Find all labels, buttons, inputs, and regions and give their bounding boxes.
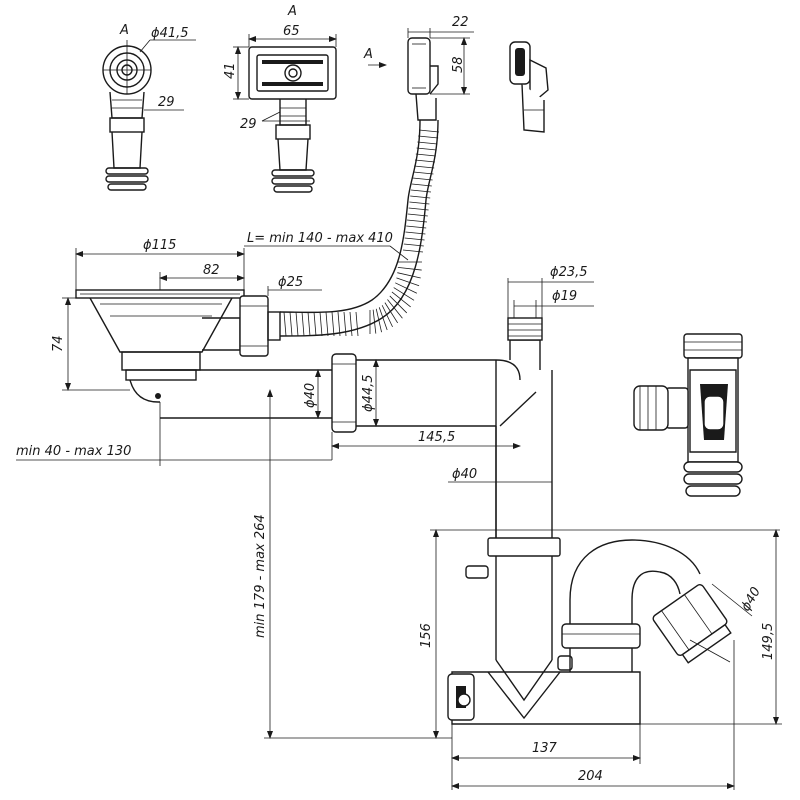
horizontal-drain-pipe xyxy=(160,353,497,433)
dim-overflow-range: min 40 - max 130 xyxy=(16,444,131,459)
horizontal-pipe-dimensions xyxy=(16,359,521,466)
hose-rib xyxy=(387,299,403,319)
view-a-round-outlet xyxy=(102,39,196,191)
hose-rib xyxy=(406,225,427,229)
hose-rib xyxy=(397,272,421,279)
hose-rib xyxy=(384,302,399,324)
hose-rib xyxy=(402,249,424,253)
hose-rib xyxy=(407,213,428,217)
hose-rib xyxy=(418,129,440,133)
dim-137: 137 xyxy=(532,741,558,756)
hose-rib xyxy=(301,311,305,337)
hose-rib xyxy=(395,282,418,294)
dim-82: 82 xyxy=(203,263,220,278)
dim-149-5: 149,5 xyxy=(761,623,776,660)
dim-hose-length: L= min 140 - max 410 xyxy=(247,231,393,246)
hose-rib xyxy=(414,165,435,169)
hose-rib xyxy=(349,311,353,337)
hose-rib xyxy=(412,177,433,181)
hose-rib xyxy=(375,308,382,333)
hose-rib xyxy=(372,309,377,334)
dim-58: 58 xyxy=(451,56,466,73)
view-a-rectangular-outlet xyxy=(233,34,337,193)
dim-phi-25: ϕ25 xyxy=(278,275,303,290)
hose-rib xyxy=(410,189,432,193)
sink-strainer xyxy=(75,289,281,403)
hose-rib xyxy=(391,291,411,308)
dim-phi-40-vertical: ϕ40 xyxy=(452,467,477,482)
dim-74: 74 xyxy=(51,335,66,352)
dim-29-mid: 29 xyxy=(240,117,257,132)
hose-rib xyxy=(389,295,408,314)
hose-rib xyxy=(283,311,287,337)
dim-29-left: 29 xyxy=(158,95,175,110)
hose-rib xyxy=(406,219,428,223)
hose-rib xyxy=(355,311,359,337)
hose-rib xyxy=(325,311,329,337)
hose-rib xyxy=(289,311,293,337)
hose-rib xyxy=(378,307,388,331)
vertical-pipe-with-elbow xyxy=(448,278,594,540)
dim-145-5: 145,5 xyxy=(418,430,455,445)
strainer-dimensions xyxy=(62,248,322,391)
hose-rib xyxy=(319,311,323,337)
hose-rib xyxy=(337,311,341,337)
hose-rib xyxy=(331,311,335,337)
dim-41: 41 xyxy=(223,62,238,79)
hose-rib xyxy=(410,195,431,199)
hose-rib xyxy=(393,287,415,301)
view-a-label-left: A xyxy=(119,23,129,38)
overflow-head-side-view xyxy=(407,28,474,121)
hose-rib xyxy=(381,305,393,328)
dim-phi-44-5: ϕ44,5 xyxy=(361,374,376,412)
tee-fitting-side-view xyxy=(633,333,743,497)
hose-rib xyxy=(307,311,311,337)
dim-phi-115: ϕ115 xyxy=(143,238,176,253)
hose-rib xyxy=(409,201,430,205)
hose-rib xyxy=(313,311,317,337)
dim-156: 156 xyxy=(419,623,434,648)
dim-65: 65 xyxy=(283,24,300,39)
view-a-label-mid: A xyxy=(287,4,297,19)
hose-rib xyxy=(417,141,438,145)
hose-rib xyxy=(397,266,422,271)
overflow-head-perspective xyxy=(509,41,549,133)
dim-height-range: min 179 - max 264 xyxy=(253,514,268,638)
hose-rib xyxy=(405,231,426,235)
corrugated-overflow-hose xyxy=(279,119,440,337)
hose-ribs xyxy=(283,129,440,337)
hose-rib xyxy=(403,243,424,247)
dim-22: 22 xyxy=(452,15,469,30)
dim-204: 204 xyxy=(578,769,603,784)
dim-phi-40-outlet: ϕ40 xyxy=(738,585,764,614)
hose-rib xyxy=(343,311,347,337)
trap-dimensions xyxy=(264,389,782,790)
dim-phi-23-5: ϕ23,5 xyxy=(550,265,588,280)
hose-rib xyxy=(408,207,429,211)
hose-rib xyxy=(414,159,436,163)
hose-rib xyxy=(416,147,437,151)
hose-rib xyxy=(404,237,425,241)
bottle-trap-body xyxy=(447,537,732,725)
dim-phi-41-5: ϕ41,5 xyxy=(151,26,189,41)
view-arrow-label: A xyxy=(363,47,373,62)
hose-rib xyxy=(411,183,432,187)
hose-rib xyxy=(418,135,439,139)
dim-phi-40-horizontal: ϕ40 xyxy=(303,383,318,408)
hose-rib xyxy=(413,171,434,175)
hose-rib xyxy=(415,153,436,157)
hose-rib xyxy=(396,277,420,287)
hose-rib xyxy=(295,311,299,337)
dim-phi-19: ϕ19 xyxy=(552,289,577,304)
